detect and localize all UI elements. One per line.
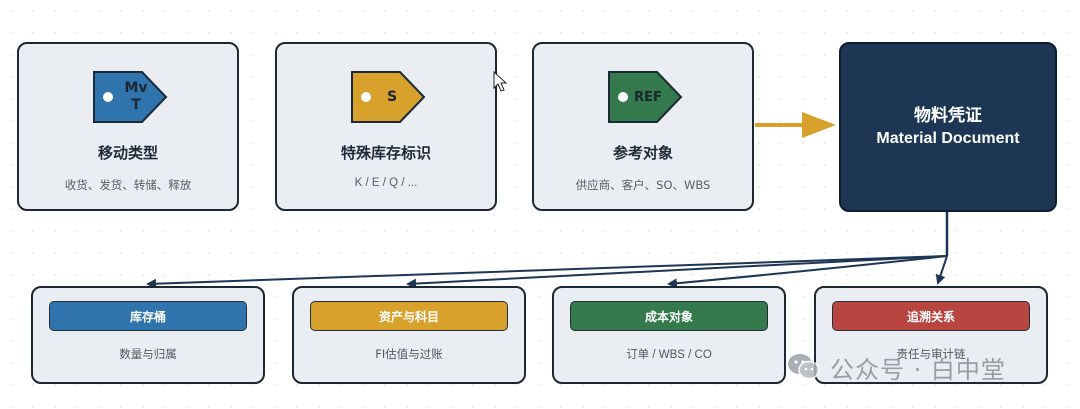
asset-account-subtitle: FI估值与过账 [375, 347, 443, 361]
movement-type-tag-label: Mv T [124, 80, 148, 113]
wechat-icon [788, 354, 820, 380]
asset-account-card[interactable]: 资产与科目 FI估值与过账 [292, 286, 526, 384]
traceability-subtitle: 责任与审计链 [896, 347, 966, 361]
stock-bucket-pill: 库存桶 [49, 301, 247, 331]
movement-type-title: 移动类型 [97, 144, 158, 162]
branch-line-trace [935, 255, 948, 285]
material-document-title-en: Material Document [876, 130, 1020, 147]
watermark-text: 公众号 · 白中堂 [830, 355, 1006, 384]
traceability-card[interactable]: 追溯关系 责任与审计链 [814, 286, 1048, 384]
traceability-pill: 追溯关系 [832, 301, 1030, 331]
special-stock-tag-icon [351, 71, 426, 123]
orange-arrow [755, 112, 836, 138]
reference-object-card[interactable]: REF 参考对象 供应商、客户、SO、WBS [532, 42, 754, 211]
movement-type-tag-icon [93, 71, 168, 123]
special-stock-tag-label: S [386, 88, 398, 105]
cost-object-pill: 成本对象 [570, 301, 768, 331]
mouse-cursor-icon [493, 71, 507, 92]
stock-bucket-card[interactable]: 库存桶 数量与归属 [31, 286, 265, 384]
stock-bucket-subtitle: 数量与归属 [119, 347, 177, 361]
movement-type-subtitle: 收货、发货、转储、释放 [64, 178, 192, 192]
branch-line-cost [667, 255, 948, 289]
reference-object-subtitle: 供应商、客户、SO、WBS [575, 178, 711, 192]
reference-object-tag-icon [608, 71, 683, 123]
special-stock-card[interactable]: S 特殊库存标识 K / E / Q / ... [275, 42, 497, 211]
material-document-title-cn: 物料凭证 [914, 106, 982, 126]
reference-object-tag-label: REF [634, 89, 662, 105]
cost-object-subtitle: 订单 / WBS / CO [626, 349, 712, 361]
asset-account-pill: 资产与科目 [310, 301, 508, 331]
reference-object-title: 参考对象 [612, 144, 673, 162]
branch-line-asset [406, 255, 948, 289]
material-document-card[interactable]: 物料凭证 Material Document [839, 42, 1057, 212]
cost-object-card[interactable]: 成本对象 订单 / WBS / CO [552, 286, 786, 384]
special-stock-title: 特殊库存标识 [340, 144, 431, 162]
branch-line-stock [146, 255, 948, 289]
watermark: 公众号 · 白中堂 [786, 347, 1006, 387]
special-stock-subtitle: K / E / Q / ... [354, 177, 418, 189]
movement-type-card[interactable]: Mv T 移动类型 收货、发货、转储、释放 [17, 42, 239, 211]
